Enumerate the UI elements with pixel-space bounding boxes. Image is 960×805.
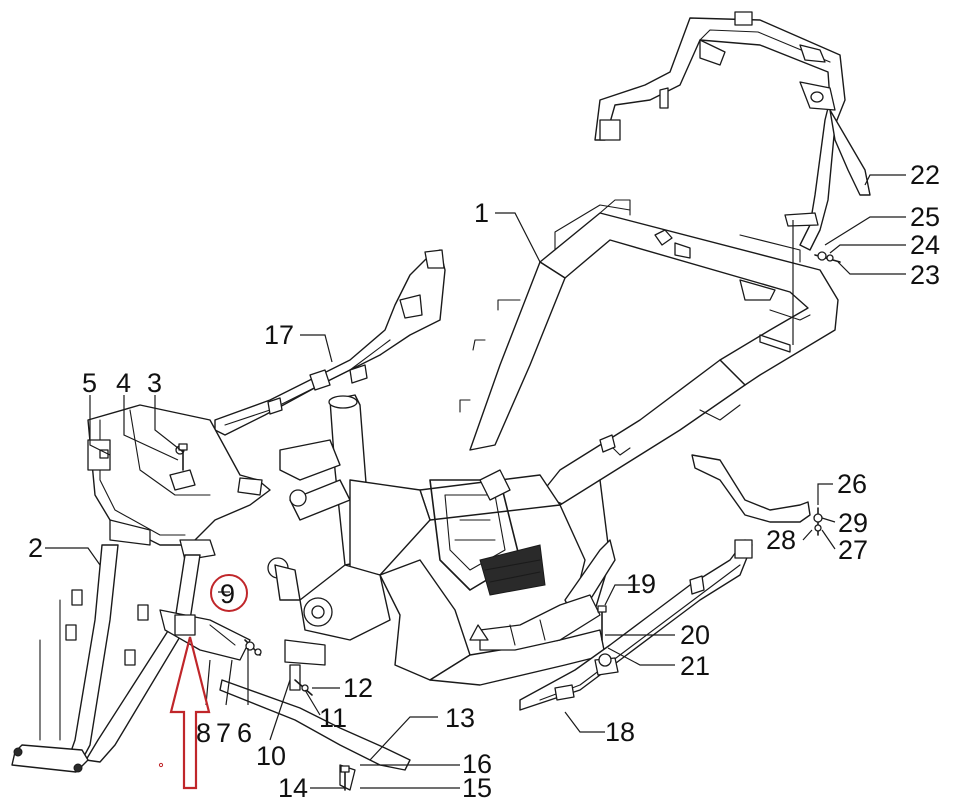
callout-16: 16 bbox=[462, 749, 492, 779]
front-lower-bar bbox=[219, 639, 411, 791]
front-left-frame bbox=[11, 404, 271, 773]
left-upper-rail bbox=[214, 249, 446, 436]
callout-18: 18 bbox=[605, 717, 635, 747]
callout-7: 7 bbox=[216, 718, 231, 748]
callout-20: 20 bbox=[680, 620, 710, 650]
callout-28: 28 bbox=[766, 525, 796, 555]
callout-29: 29 bbox=[838, 508, 868, 538]
highlight-annotation bbox=[158, 574, 248, 790]
rear-grab-handle bbox=[594, 11, 871, 251]
callout-5: 5 bbox=[82, 368, 97, 398]
callout-24: 24 bbox=[910, 230, 940, 260]
callout-15: 15 bbox=[462, 773, 492, 803]
callout-19: 19 bbox=[626, 569, 656, 599]
callout-2: 2 bbox=[28, 533, 43, 563]
fasteners bbox=[178, 251, 841, 791]
callout-17: 17 bbox=[264, 320, 294, 350]
callout-3: 3 bbox=[147, 368, 162, 398]
right-floor-rail bbox=[519, 539, 753, 711]
callout-6: 6 bbox=[237, 718, 252, 748]
highlight-circle bbox=[210, 574, 248, 612]
red-dot-marker bbox=[158, 762, 164, 768]
callout-27: 27 bbox=[838, 535, 868, 565]
callout-12: 12 bbox=[343, 673, 373, 703]
callout-22: 22 bbox=[910, 160, 940, 190]
callout-8: 8 bbox=[196, 718, 211, 748]
main-frame bbox=[267, 199, 839, 686]
callout-labels: 1 2 3 4 5 6 7 8 9 10 11 12 13 14 15 16 1… bbox=[28, 160, 940, 803]
callout-25: 25 bbox=[910, 202, 940, 232]
callout-13: 13 bbox=[445, 703, 475, 733]
callout-9: 9 bbox=[220, 579, 235, 609]
leader-lines bbox=[45, 174, 906, 789]
callout-14: 14 bbox=[278, 773, 308, 803]
callout-1: 1 bbox=[474, 198, 489, 228]
callout-4: 4 bbox=[116, 368, 131, 398]
callout-11: 11 bbox=[319, 703, 347, 733]
rear-strap-bracket bbox=[691, 454, 811, 523]
up-arrow-icon bbox=[169, 636, 211, 790]
callout-21: 21 bbox=[680, 651, 710, 681]
callout-23: 23 bbox=[910, 260, 940, 290]
callout-10: 10 bbox=[256, 741, 286, 771]
callout-26: 26 bbox=[837, 469, 867, 499]
